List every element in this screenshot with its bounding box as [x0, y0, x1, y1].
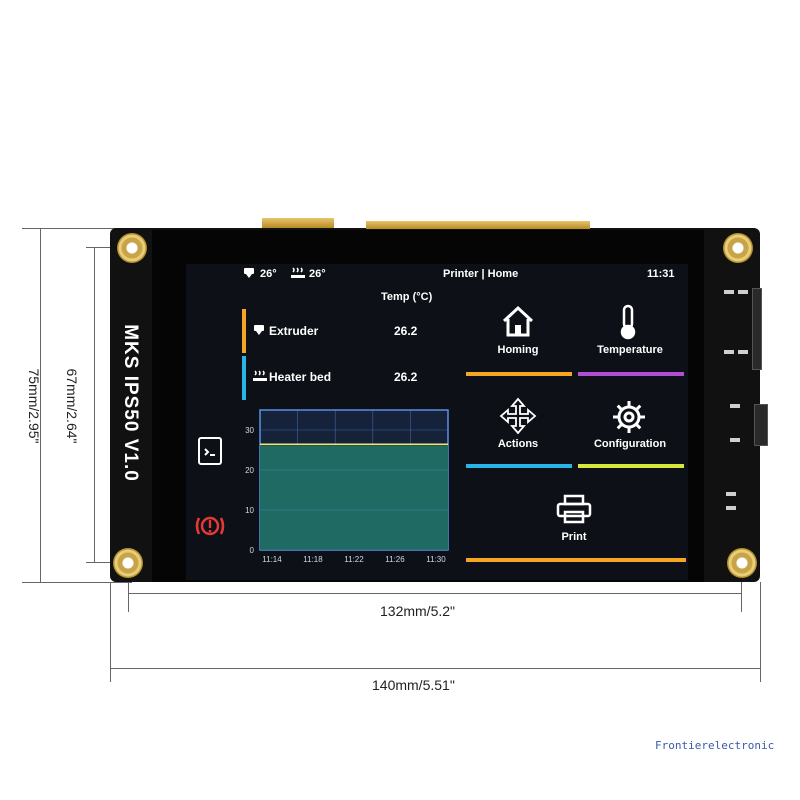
x-tick-label: 11:18	[303, 555, 323, 564]
height-inner-label: 67mm/2.64"	[64, 368, 80, 444]
temperature-underline	[578, 372, 684, 376]
configuration-underline	[578, 464, 684, 468]
watermark: Frontierelectronic	[655, 739, 775, 752]
gear-icon[interactable]	[610, 398, 648, 436]
print-label[interactable]: Print	[561, 531, 587, 543]
smd-component	[724, 290, 734, 294]
mounting-hole	[727, 548, 757, 578]
smd-component	[730, 404, 740, 408]
connector	[752, 288, 762, 370]
dim-tick	[86, 562, 130, 563]
temperature-label[interactable]: Temperature	[597, 344, 663, 356]
x-tick-label: 11:14	[262, 555, 282, 564]
smd-component	[738, 350, 748, 354]
connector-strip	[366, 221, 590, 229]
chart-area-bed	[260, 445, 448, 550]
file-console-icon[interactable]	[198, 437, 222, 465]
dim-tick	[22, 228, 152, 229]
emergency-stop-icon[interactable]	[194, 514, 226, 538]
smd-component	[738, 290, 748, 294]
status-extruder-temp: 26°	[260, 268, 277, 280]
configuration-label[interactable]: Configuration	[593, 438, 667, 450]
homing-underline	[466, 372, 572, 376]
smd-component	[730, 438, 740, 442]
dim-tick	[22, 582, 132, 583]
extruder-color-bar	[242, 309, 246, 353]
y-tick-label: 10	[245, 506, 254, 515]
dim-tick	[128, 582, 129, 612]
mounting-hole	[723, 233, 753, 263]
x-tick-label: 11:26	[385, 555, 405, 564]
home-icon[interactable]	[500, 304, 536, 338]
move-arrows-icon[interactable]	[498, 396, 538, 436]
dim-tick	[110, 582, 111, 682]
actions-underline	[466, 464, 572, 468]
width-outer-line	[110, 668, 760, 669]
temperature-chart: 0 10 20 30 11:14 11:18 11:22 11:26 11:30	[245, 409, 449, 564]
width-inner-label: 132mm/5.2"	[380, 603, 456, 619]
clock: 11:31	[647, 268, 675, 280]
temp-heading: Temp (°C)	[381, 291, 433, 303]
board-silkscreen: MKS IPS50 V1.0	[120, 324, 141, 482]
print-underline	[466, 558, 686, 562]
status-bed-temp: 26°	[309, 268, 326, 280]
y-tick-label: 0	[250, 546, 255, 555]
heated-bed-icon	[291, 267, 305, 278]
x-tick-label: 11:22	[344, 555, 364, 564]
display-screen: 26° 26° Printer | Home 11:31 Temp (°C) E…	[186, 264, 688, 580]
smd-component	[726, 492, 736, 496]
printer-icon[interactable]	[556, 494, 592, 524]
actions-label[interactable]: Actions	[497, 438, 539, 450]
bed-color-bar	[242, 356, 246, 400]
connector	[754, 404, 768, 446]
dim-tick	[760, 582, 761, 682]
height-outer-line	[40, 228, 41, 582]
height-outer-label: 75mm/2.95"	[26, 368, 42, 444]
y-tick-label: 30	[245, 426, 254, 435]
dim-tick	[741, 582, 742, 612]
extruder-icon	[244, 268, 254, 278]
extruder-label: Extruder	[269, 324, 319, 338]
smd-component	[726, 506, 736, 510]
mounting-hole	[113, 548, 143, 578]
smd-component	[724, 350, 734, 354]
heated-bed-icon	[253, 370, 267, 381]
bed-value: 26.2	[394, 370, 418, 384]
y-tick-label: 20	[245, 466, 254, 475]
x-tick-label: 11:30	[426, 555, 446, 564]
thermometer-icon[interactable]	[618, 304, 638, 340]
bed-label: Heater bed	[269, 370, 332, 384]
dim-tick	[86, 247, 130, 248]
extruder-value: 26.2	[394, 324, 418, 338]
homing-label[interactable]: Homing	[497, 344, 539, 356]
connector-strip	[262, 218, 334, 228]
height-inner-line	[94, 247, 95, 562]
mounting-hole	[117, 233, 147, 263]
width-inner-line	[128, 593, 741, 594]
extruder-icon	[254, 325, 264, 335]
page-title: Printer | Home	[443, 268, 519, 280]
width-outer-label: 140mm/5.51"	[372, 677, 455, 693]
